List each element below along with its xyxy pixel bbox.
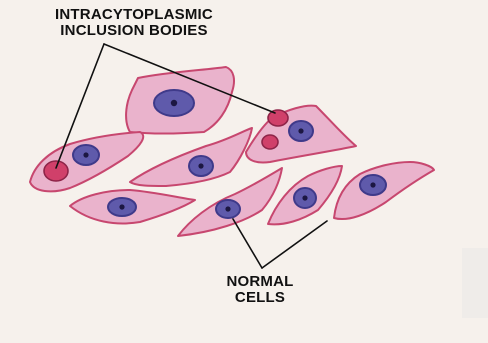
normal-label-line-1: NORMAL (216, 274, 304, 290)
nucleolus-infected-left (83, 152, 88, 157)
leader-line-normal-left (233, 219, 262, 268)
nucleolus-top (171, 100, 177, 106)
inclusion-bodies-label: INTRACYTOPLASMIC INCLUSION BODIES (36, 7, 232, 39)
leader-line-normal-right (262, 221, 327, 268)
nucleolus-bottom-middle (225, 206, 230, 211)
nucleolus-bottom-left (119, 204, 124, 209)
nucleolus-middle (198, 163, 203, 168)
inclusion-body-left-cell (44, 161, 68, 181)
nucleolus-bottom-right-b (370, 182, 375, 187)
normal-cells-label: NORMAL CELLS (216, 274, 304, 306)
inclusion-label-line-1: INTRACYTOPLASMIC (36, 7, 232, 23)
inclusion-body-top (268, 110, 288, 126)
inclusion-body-lower (262, 135, 278, 149)
cell-middle (130, 128, 252, 186)
normal-label-line-2: CELLS (216, 290, 304, 306)
nucleolus-bottom-right-a (302, 195, 307, 200)
inclusion-label-line-2: INCLUSION BODIES (36, 23, 232, 39)
paper-shade (462, 248, 488, 318)
nucleolus-infected-right (298, 128, 303, 133)
